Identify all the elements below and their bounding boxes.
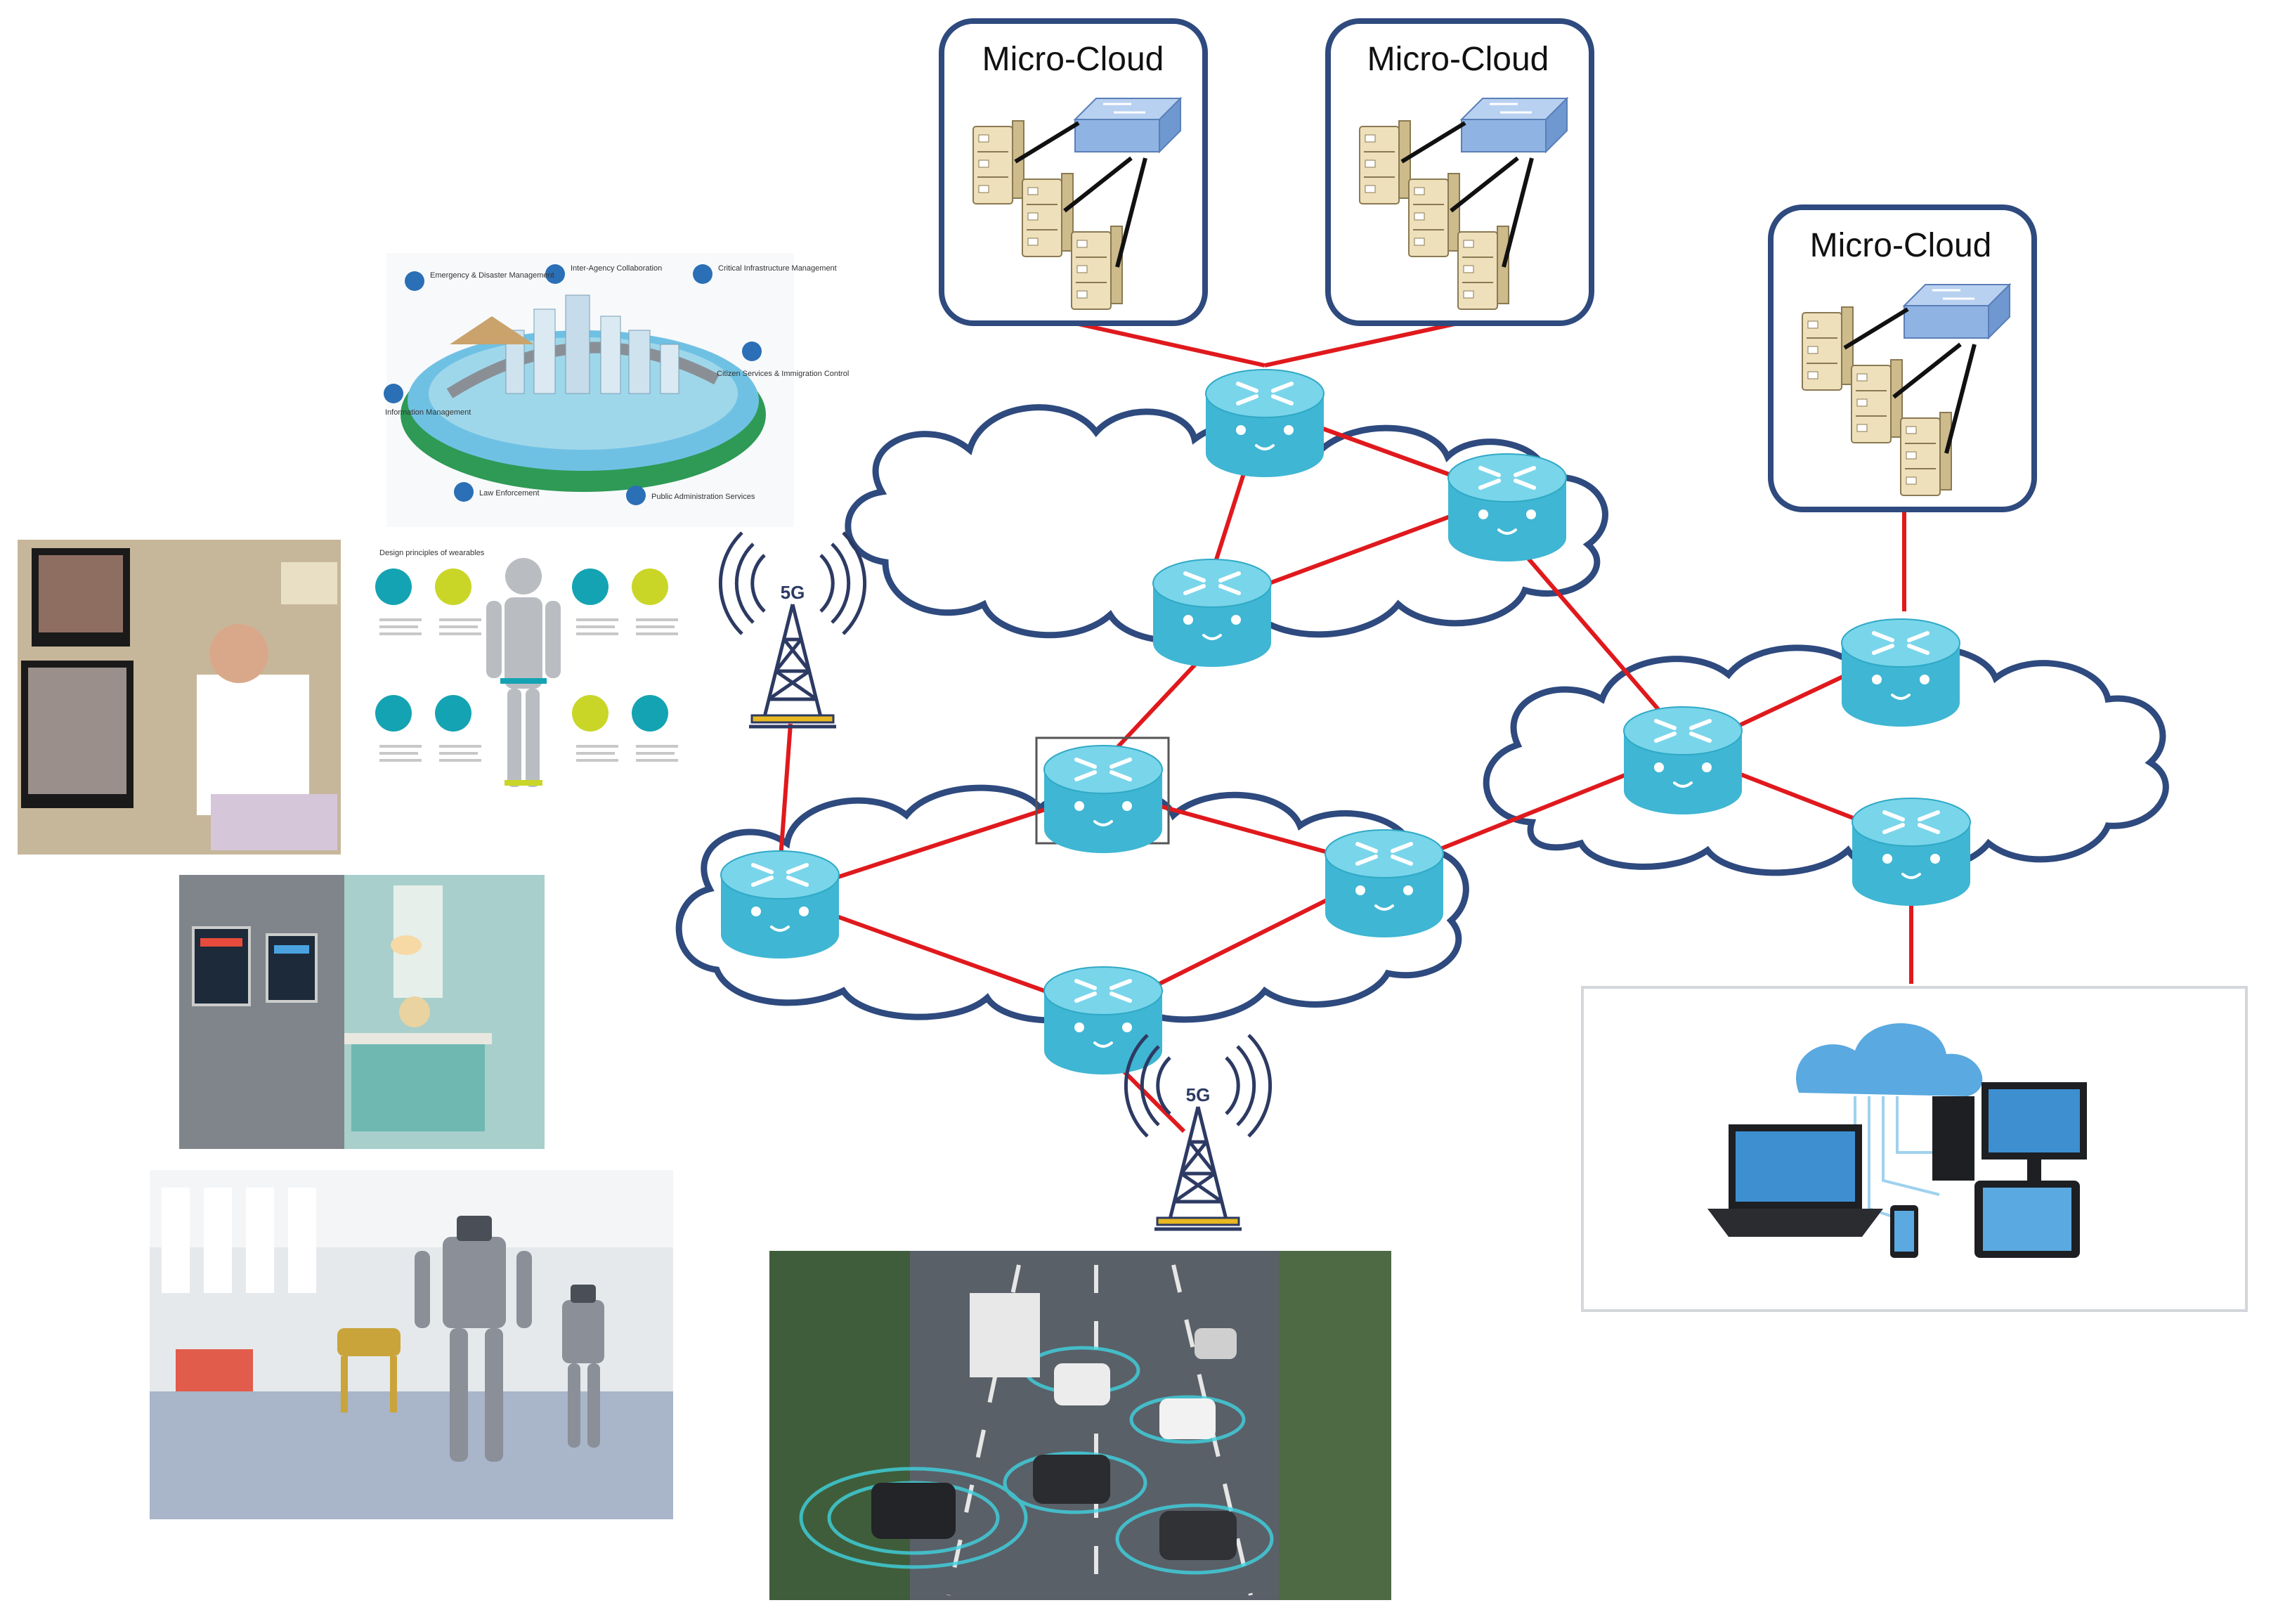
body-figure	[486, 558, 561, 787]
router-right-top[interactable]	[1842, 619, 1960, 727]
tower-5g-left[interactable]: 5G	[720, 533, 864, 727]
telehealth-photo	[18, 540, 341, 855]
callout-law: Law Enforcement	[479, 489, 540, 498]
wearables-infographic: Design principles of wearables	[372, 541, 682, 808]
router-top[interactable]	[1206, 370, 1324, 477]
tablet-icon	[1974, 1181, 2080, 1258]
connected-devices-illustration	[1581, 986, 2248, 1312]
router-lower-left[interactable]	[721, 851, 839, 959]
tower-5g-bottom-label: 5G	[1186, 1084, 1211, 1105]
tower-5g-left-label: 5G	[781, 582, 805, 603]
humanoid-robot	[415, 1216, 532, 1462]
callout-citizen: Citizen Services & Immigration Control	[717, 370, 849, 378]
microcloud-3-label: Micro-Cloud	[1810, 227, 1992, 264]
desktop-icon	[1932, 1082, 2087, 1181]
router-right-bottom[interactable]	[1852, 798, 1970, 906]
router-right-center[interactable]	[1624, 707, 1742, 814]
callout-critical-infra: Critical Infrastructure Management	[718, 264, 837, 273]
vehicles	[871, 1293, 1237, 1560]
server-stack-icon	[1359, 97, 1568, 310]
callout-icons	[384, 264, 762, 505]
phone-icon	[1890, 1205, 1918, 1258]
wearable-icons-left	[375, 569, 471, 732]
callout-emergency: Emergency & Disaster Management	[430, 271, 554, 280]
tower-5g-bottom[interactable]: 5G	[1126, 1035, 1270, 1229]
server-stack-icon	[972, 97, 1182, 310]
smart-home-photo	[179, 875, 545, 1149]
laptop-icon	[1707, 1124, 1883, 1237]
server-stack-icon	[1802, 283, 2011, 496]
cloud-icon	[1796, 1023, 1983, 1096]
microcloud-2[interactable]: Micro-Cloud	[1325, 18, 1594, 326]
right-cloud	[1483, 644, 2169, 876]
robot-dog	[337, 1328, 401, 1412]
router-upper-left[interactable]	[1153, 559, 1271, 667]
wearables-title: Design principles of wearables	[379, 549, 485, 557]
microcloud-1[interactable]: Micro-Cloud	[939, 18, 1208, 326]
callout-information: Information Management	[385, 408, 471, 417]
robots-photo	[150, 1170, 673, 1519]
wearable-icons-right	[572, 569, 668, 732]
router-lower-bottom[interactable]	[1044, 967, 1162, 1074]
humanoid-robot-small	[562, 1285, 604, 1448]
router-highlighted[interactable]	[1044, 746, 1162, 853]
smart-city-illustration: Emergency & Disaster Management Inter-Ag…	[384, 253, 849, 527]
autonomous-vehicles-photo	[769, 1251, 1391, 1600]
router-upper-right[interactable]	[1448, 454, 1566, 561]
callout-public-admin: Public Administration Services	[651, 493, 755, 501]
microcloud-2-label: Micro-Cloud	[1367, 41, 1549, 78]
router-lower-right[interactable]	[1325, 830, 1443, 937]
microcloud-3[interactable]: Micro-Cloud	[1768, 204, 2037, 512]
microcloud-1-label: Micro-Cloud	[982, 41, 1164, 78]
callout-inter-agency: Inter-Agency Collaboration	[571, 264, 662, 273]
